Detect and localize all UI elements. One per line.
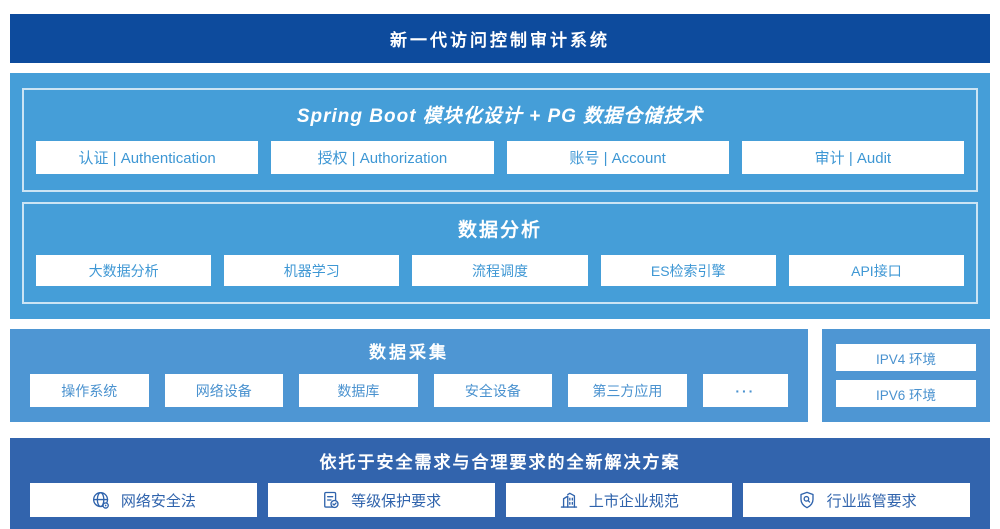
source-network-device: 网络设备 <box>164 374 284 407</box>
solution-classified-protection: 等级保护要求 <box>267 483 495 517</box>
solution-listed-company: 上市企业规范 <box>505 483 733 517</box>
solution-industry-regulation: 行业监管要求 <box>743 483 970 517</box>
globe-icon <box>91 490 111 510</box>
environment-section: IPV4 环境 IPV6 环境 <box>822 329 990 422</box>
source-os: 操作系统 <box>30 374 149 407</box>
module-authorization: 授权 | Authorization <box>271 141 494 174</box>
data-collection-section: 数据采集 操作系统 网络设备 数据库 安全设备 第三方应用 ··· <box>10 329 808 422</box>
system-title-banner: 新一代访问控制审计系统 <box>10 14 990 63</box>
solution-title: 依托于安全需求与合理要求的全新解决方案 <box>319 453 681 472</box>
solution-items-row: 网络安全法 等级保护要求 <box>30 483 970 517</box>
env-ipv4: IPV4 环境 <box>836 344 976 371</box>
module-audit: 审计 | Audit <box>741 141 964 174</box>
module-api: API接口 <box>788 255 965 286</box>
collection-row: 数据采集 操作系统 网络设备 数据库 安全设备 第三方应用 ··· IPV4 环… <box>10 329 990 422</box>
spring-boot-box: Spring Boot 模块化设计 + PG 数据仓储技术 认证 | Authe… <box>22 88 978 192</box>
source-security-device: 安全设备 <box>433 374 553 407</box>
platform-section: Spring Boot 模块化设计 + PG 数据仓储技术 认证 | Authe… <box>10 73 990 319</box>
source-third-party: 第三方应用 <box>568 374 687 407</box>
building-icon <box>559 490 579 510</box>
solution-item-label: 等级保护要求 <box>351 492 442 510</box>
module-es-search: ES检索引擎 <box>600 255 776 286</box>
data-analysis-box: 数据分析 大数据分析 机器学习 流程调度 ES检索引擎 API接口 <box>22 202 978 304</box>
shield-search-icon <box>797 490 817 510</box>
solution-section: 依托于安全需求与合理要求的全新解决方案 网络安全法 <box>10 438 990 529</box>
solution-item-label: 行业监管要求 <box>826 492 917 510</box>
env-ipv6: IPV6 环境 <box>836 380 976 407</box>
collection-sources-row: 操作系统 网络设备 数据库 安全设备 第三方应用 ··· <box>30 374 788 407</box>
document-check-icon <box>321 490 341 510</box>
solution-item-label: 网络安全法 <box>120 492 196 510</box>
spring-boot-title: Spring Boot 模块化设计 + PG 数据仓储技术 <box>296 106 704 127</box>
system-title: 新一代访问控制审计系统 <box>390 31 610 50</box>
source-more: ··· <box>702 374 788 407</box>
module-flow-scheduling: 流程调度 <box>412 255 588 286</box>
source-database: 数据库 <box>299 374 418 407</box>
module-machine-learning: 机器学习 <box>224 255 400 286</box>
module-account: 账号 | Account <box>506 141 729 174</box>
data-collection-title: 数据采集 <box>369 343 449 362</box>
solution-item-label: 上市企业规范 <box>588 492 679 510</box>
data-analysis-title: 数据分析 <box>457 220 542 241</box>
analysis-modules-row: 大数据分析 机器学习 流程调度 ES检索引擎 API接口 <box>36 255 965 286</box>
module-bigdata: 大数据分析 <box>36 255 212 286</box>
module-authentication: 认证 | Authentication <box>36 141 259 174</box>
solution-cybersecurity-law: 网络安全法 <box>30 483 257 517</box>
auth-modules-row: 认证 | Authentication 授权 | Authorization 账… <box>36 141 964 174</box>
